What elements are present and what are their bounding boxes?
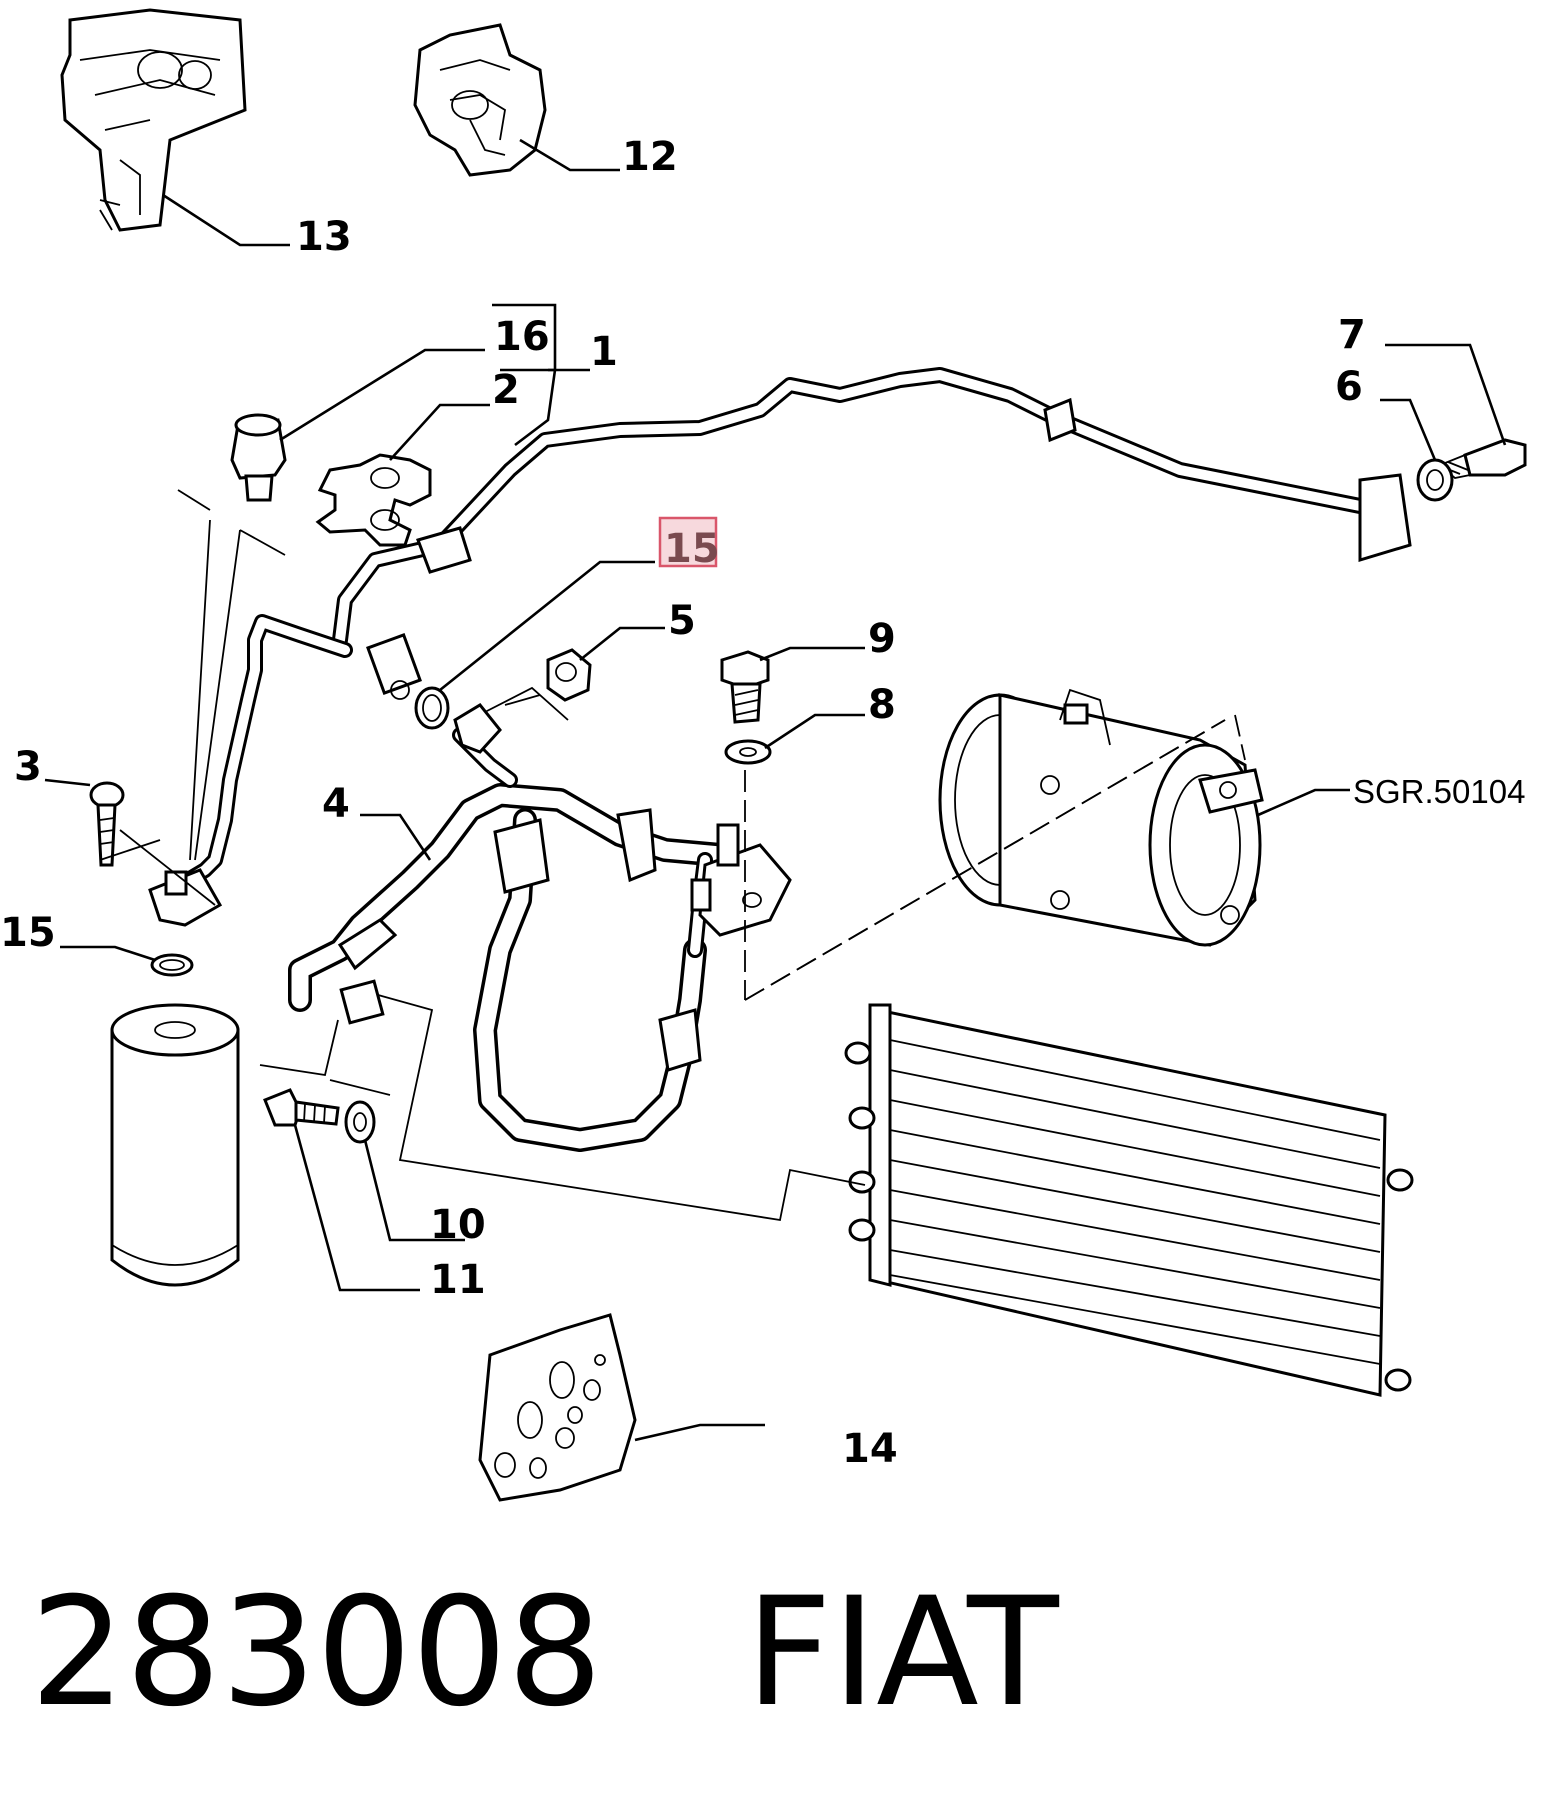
brand-name: FIAT: [745, 1566, 1059, 1740]
part-3-bolt: [89, 781, 125, 867]
callout-6[interactable]: 6: [1335, 364, 1363, 410]
part-15-oring-lower: [150, 953, 194, 977]
callout-15-highlighted[interactable]: 15: [664, 526, 720, 572]
part-8-washer: [724, 739, 772, 765]
callout-3[interactable]: 3: [14, 744, 42, 790]
callout-7[interactable]: 7: [1338, 312, 1366, 358]
part-7-bolt: [1438, 438, 1527, 479]
part-5-nut: [546, 648, 592, 702]
part-11-bolt: [263, 1088, 340, 1127]
callout-12[interactable]: 12: [622, 134, 678, 180]
callout-5[interactable]: 5: [668, 598, 696, 644]
callout-2[interactable]: 2: [492, 367, 520, 413]
part-10-washer: [344, 1100, 376, 1144]
callout-labels: 13 12 16 1 2 7 6 15 5 9 8 3 4 SGR.50104 …: [0, 134, 1525, 1472]
footer-caption: 283008 FIAT: [30, 1578, 1059, 1728]
condenser: [844, 1003, 1414, 1397]
callout-10[interactable]: 10: [430, 1202, 486, 1248]
callout-16[interactable]: 16: [494, 314, 550, 360]
callout-11[interactable]: 11: [430, 1257, 486, 1303]
part-9-bolt: [720, 650, 770, 724]
leader-lines: [44, 138, 1507, 1442]
callout-9[interactable]: 9: [868, 616, 896, 662]
part-12-clip: [413, 23, 547, 177]
part-15-oring-upper: [414, 686, 450, 730]
receiver-dryer: [110, 1003, 240, 1287]
reference-lines: [99, 489, 1246, 1222]
fitting-lower-left: [148, 868, 223, 927]
part-4-hose: [288, 703, 792, 1152]
part-6-washer: [1416, 458, 1454, 502]
callout-13[interactable]: 13: [296, 214, 352, 260]
compressor: [938, 688, 1264, 947]
highlight-box: [658, 516, 718, 568]
part-14-gasket: [478, 1313, 637, 1502]
callout-14[interactable]: 14: [842, 1426, 898, 1472]
part-13-bracket: [60, 8, 247, 232]
part-16-pressure-switch: [230, 413, 287, 502]
callout-1[interactable]: 1: [590, 329, 618, 375]
callout-8[interactable]: 8: [868, 682, 896, 728]
callout-4[interactable]: 4: [322, 781, 350, 827]
callout-sgr-50104[interactable]: SGR.50104: [1353, 773, 1525, 810]
callout-15-lower[interactable]: 15: [0, 910, 56, 956]
part-2-clamp: [315, 453, 432, 547]
part-number: 283008: [30, 1566, 603, 1740]
part-1-main-pipe: [172, 367, 1412, 893]
